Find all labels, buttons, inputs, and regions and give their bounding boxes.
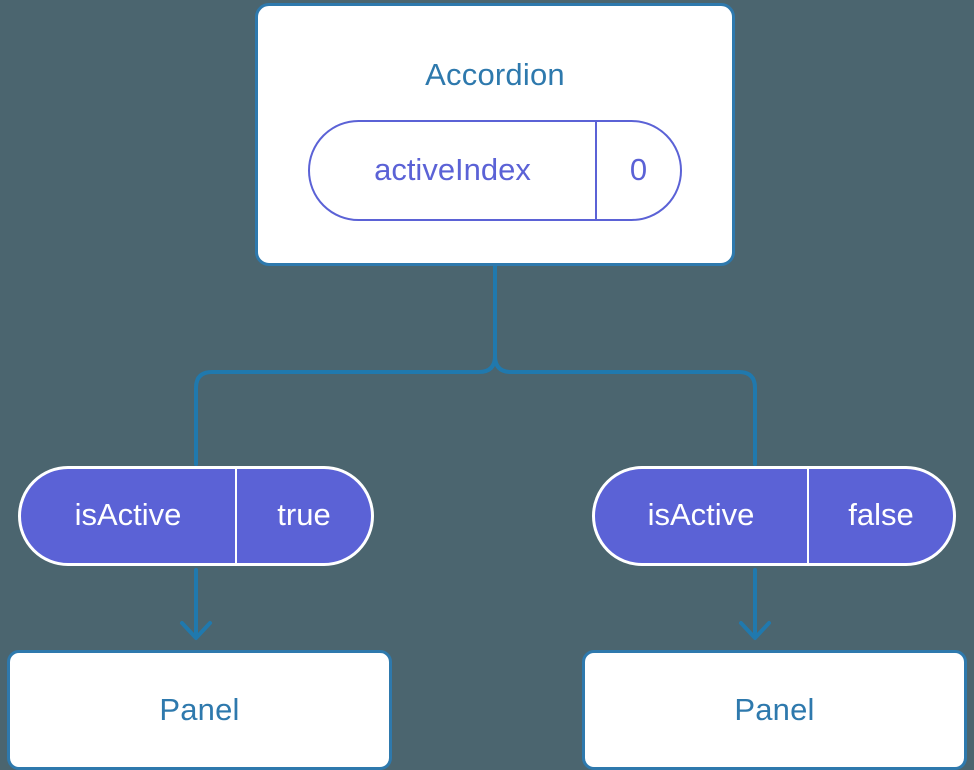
prop-pill-value: true [235,469,371,563]
prop-pill-is-active-true: isActive true [18,466,374,566]
state-pill-active-index: activeIndex 0 [308,120,682,221]
prop-pill-is-active-false: isActive false [592,466,956,566]
panel-component-card-right: Panel [582,650,967,770]
fork-connector-right [493,264,757,466]
arrow-head-left [180,621,212,640]
prop-pill-key: isActive [74,497,182,532]
arrow-head-right [739,621,771,640]
fork-connector [194,264,497,466]
prop-pill-value: false [807,469,953,563]
panel-component-card-left: Panel [7,650,392,770]
panel-title-right: Panel [734,691,815,727]
accordion-title: Accordion [425,57,565,92]
prop-pill-key: isActive [647,497,755,532]
state-pill-value: 0 [595,122,680,219]
state-pill-key: activeIndex [374,151,531,187]
panel-title-left: Panel [159,691,240,727]
